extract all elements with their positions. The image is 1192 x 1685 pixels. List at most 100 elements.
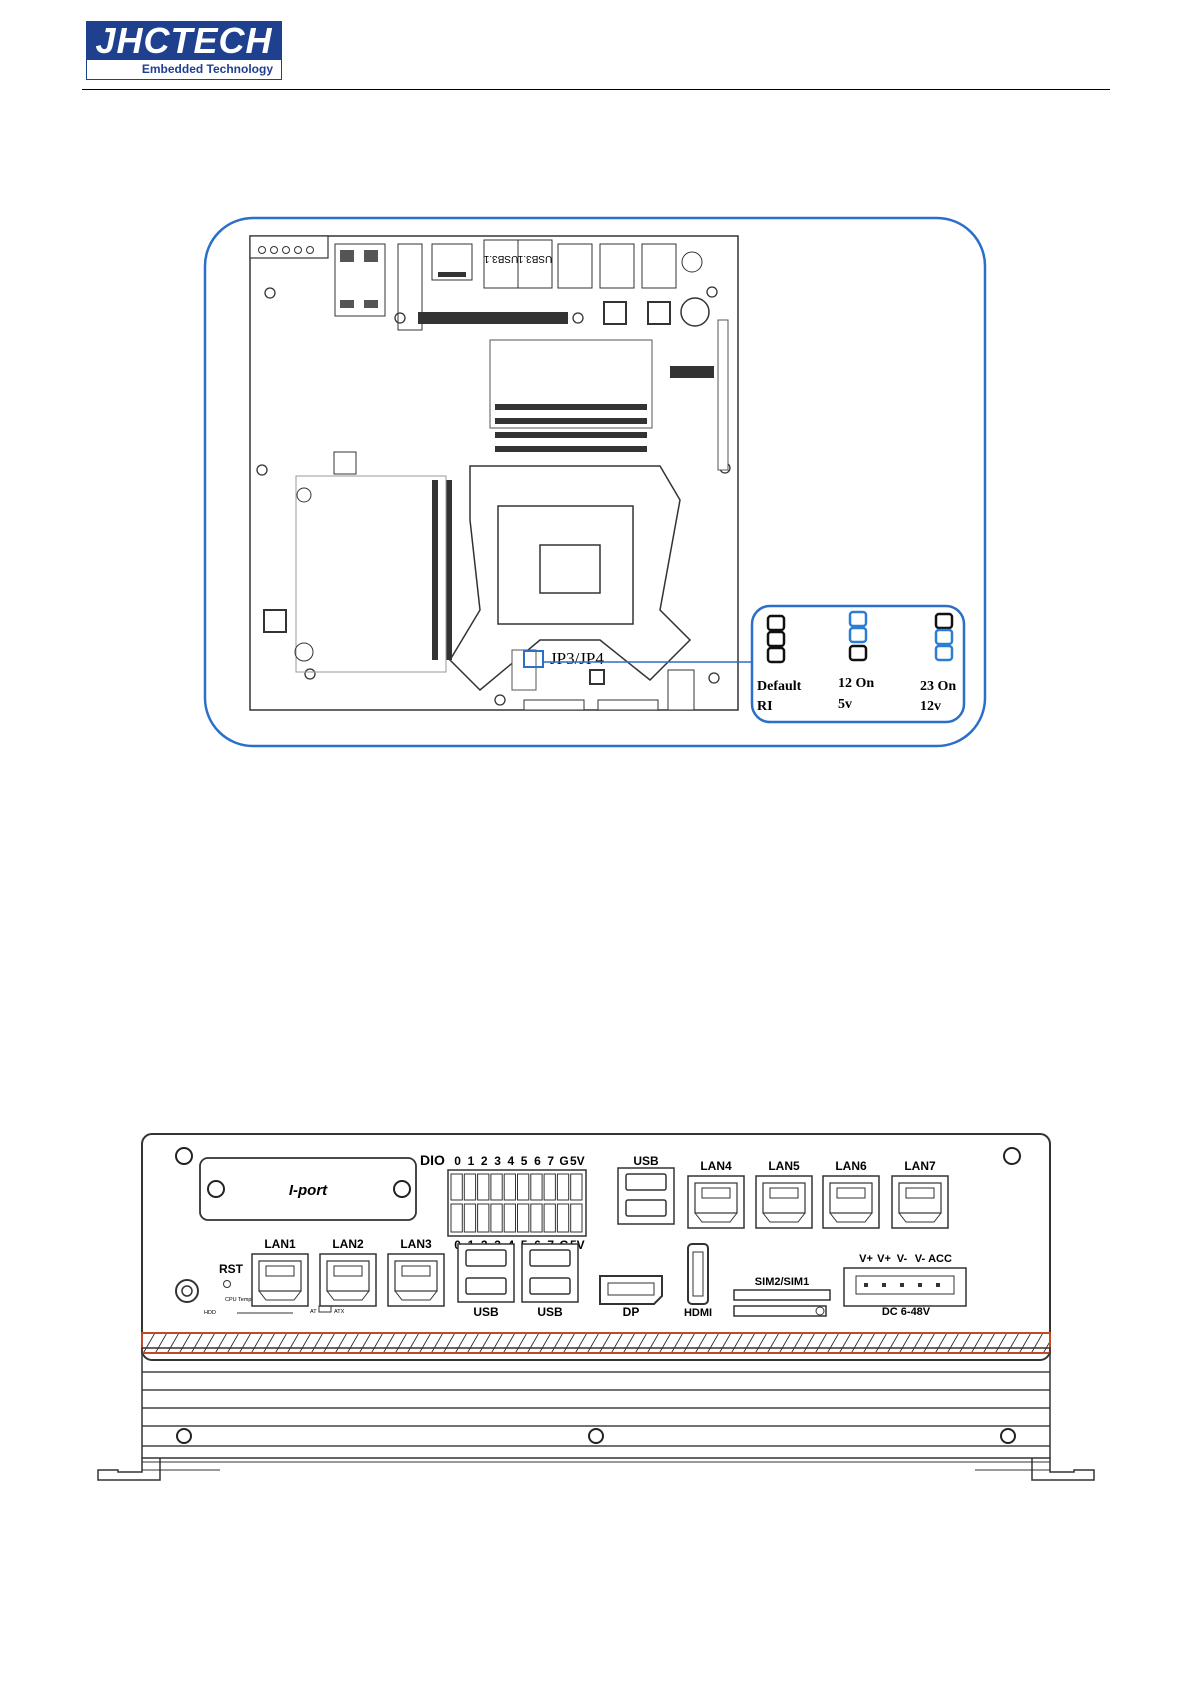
at-label: AT — [310, 1309, 317, 1315]
lan-label: LAN4 — [700, 1159, 732, 1173]
lan-label: LAN5 — [768, 1159, 800, 1173]
setting-23-line1: 23 On — [920, 679, 956, 694]
dio-cell-top — [571, 1174, 582, 1200]
power-pin-label: V- — [897, 1253, 908, 1265]
power-label: DC 6-48V — [882, 1306, 931, 1318]
dio-cell-bottom — [504, 1204, 515, 1232]
dio-cell-top — [518, 1174, 529, 1200]
usb-port — [458, 1244, 514, 1302]
power-terminal — [844, 1268, 966, 1306]
setting-default-line2: RI — [757, 699, 773, 714]
dio-cell-top — [544, 1174, 555, 1200]
iport-cover — [200, 1158, 416, 1220]
rst-label: RST — [219, 1262, 244, 1276]
power-button — [176, 1280, 198, 1302]
lan-label: LAN7 — [904, 1159, 936, 1173]
usb-label-1: USB3.1 — [483, 253, 518, 264]
power-pin-label: V+ — [859, 1253, 873, 1265]
lan-port — [320, 1254, 376, 1306]
setting-12-line1: 12 On — [838, 676, 874, 691]
usb-label: USB — [473, 1305, 499, 1319]
dio-pin-label-top: 2 — [481, 1154, 488, 1168]
dio-title: DIO — [420, 1152, 445, 1168]
dio-cell-bottom — [491, 1204, 502, 1232]
dio-pin-label-top: 4 — [508, 1154, 515, 1168]
dio-pin-label-bottom: 0 — [454, 1238, 461, 1252]
power-pin-label: ACC — [928, 1253, 952, 1265]
setting-23-line2: 12v — [920, 699, 941, 714]
dio-pin-label-bottom: 6 — [534, 1238, 541, 1252]
dp-port — [600, 1276, 662, 1304]
dio-pin-label-top: 5V — [570, 1154, 585, 1168]
usb-label: USB — [537, 1305, 563, 1319]
motherboard-diagram: USB3.1 USB3.1 JP3/JP4 — [0, 0, 1192, 760]
lan-port — [688, 1176, 744, 1228]
dio-cell-top — [451, 1174, 462, 1200]
dio-pin-label-top: 0 — [454, 1154, 461, 1168]
dio-cell-top — [478, 1174, 489, 1200]
dio-cell-top — [557, 1174, 568, 1200]
dio-pin-label-bottom: 1 — [468, 1238, 475, 1252]
setting-12-line2: 5v — [838, 697, 852, 712]
iport-label: I-port — [289, 1182, 328, 1199]
bottom-screws — [177, 1429, 1015, 1443]
dio-pin-label-bottom: 4 — [508, 1238, 515, 1252]
usb-port — [522, 1244, 578, 1302]
chassis-outline — [142, 1134, 1050, 1360]
lan-port — [892, 1176, 948, 1228]
dio-pin-label-top: 3 — [494, 1154, 501, 1168]
lan-bottom-row: LAN1 LAN2 LAN3 — [252, 1237, 444, 1306]
dio-terminal — [448, 1170, 586, 1236]
setting-default-line1: Default — [757, 679, 802, 694]
dio-cell-bottom — [531, 1204, 542, 1232]
dp-label: DP — [623, 1305, 640, 1319]
lan-label: LAN6 — [835, 1159, 867, 1173]
power-pin-label: V+ — [877, 1253, 891, 1265]
dio-cell-top — [464, 1174, 475, 1200]
dio-pin-label-bottom: 5 — [521, 1238, 528, 1252]
lan-top-row: LAN4 LAN5 LAN6 LAN7 — [688, 1159, 948, 1228]
lan-label: LAN1 — [264, 1237, 296, 1251]
hdmi-label: HDMI — [684, 1307, 712, 1319]
lan-port — [823, 1176, 879, 1228]
dio-cell-bottom — [518, 1204, 529, 1232]
cpu-temp-label: CPU Temp — [225, 1297, 252, 1303]
dio-pin-label-bottom: 7 — [547, 1238, 554, 1252]
lan-label: LAN3 — [400, 1237, 432, 1251]
corner-screws — [176, 1148, 1020, 1164]
lan-label: LAN2 — [332, 1237, 364, 1251]
dio-cells — [451, 1174, 582, 1232]
usb-bottom-row: USB USB — [458, 1244, 578, 1319]
dio-cell-bottom — [464, 1204, 475, 1232]
dio-pin-label-top: 6 — [534, 1154, 541, 1168]
atx-label: ATX — [334, 1309, 345, 1315]
lan-port — [388, 1254, 444, 1306]
dio-cell-top — [491, 1174, 502, 1200]
dio-pin-label-bottom: 2 — [481, 1238, 488, 1252]
dio-cell-top — [504, 1174, 515, 1200]
dio-cell-bottom — [451, 1204, 462, 1232]
hdmi-port — [688, 1244, 708, 1304]
jumper-label: JP3/JP4 — [550, 649, 604, 668]
dio-cell-bottom — [544, 1204, 555, 1232]
hatched-band — [142, 1333, 1050, 1353]
power-pin-labels: V+V+V-V-ACC — [859, 1253, 952, 1265]
hdd-label: HDD — [204, 1310, 216, 1316]
lan-port — [252, 1254, 308, 1306]
dio-pin-label-bottom: G — [559, 1238, 568, 1252]
usb-label-2: USB3.1 — [517, 253, 552, 264]
usb-top-label: USB — [633, 1154, 659, 1168]
dio-pin-label-top: 7 — [547, 1154, 554, 1168]
dio-pin-label-top: 5 — [521, 1154, 528, 1168]
dio-pin-label-top: G — [559, 1154, 568, 1168]
power-pin-label: V- — [915, 1253, 926, 1265]
lan-port — [756, 1176, 812, 1228]
sim-slot-2 — [734, 1290, 830, 1300]
sim-slot-1 — [734, 1306, 826, 1316]
dio-cell-top — [531, 1174, 542, 1200]
dio-pin-label-top: 1 — [468, 1154, 475, 1168]
sim-label: SIM2/SIM1 — [755, 1276, 809, 1288]
dio-cell-bottom — [478, 1204, 489, 1232]
